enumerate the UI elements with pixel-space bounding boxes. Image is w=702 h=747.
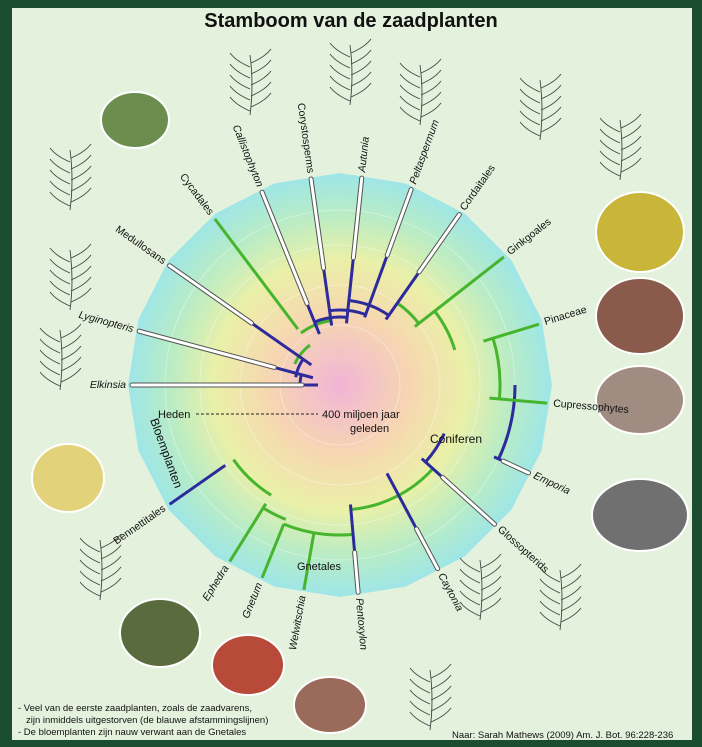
taxon-label-gnetum: Gnetum — [240, 581, 265, 620]
present-label: Heden — [158, 409, 190, 421]
taxon-label-medullosans: Medullosans — [113, 223, 168, 267]
taxon-label-corystosperms: Corystosperms — [295, 102, 317, 174]
footnote-line: - Veel van de eerste zaadplanten, zoals … — [18, 703, 358, 715]
age-label-2: geleden — [350, 423, 389, 435]
specimen-photo — [120, 599, 200, 667]
botanical-sketch — [330, 39, 371, 105]
clade-label-coniferen: Coniferen — [430, 432, 482, 446]
botanical-sketch — [460, 554, 501, 620]
taxon-label-peltaspermum: Peltaspermum — [407, 118, 442, 186]
taxon-label-cordaitales: Cordaitales — [458, 163, 498, 213]
botanical-sketch — [40, 324, 81, 390]
taxon-label-bennettitales: Bennettitales — [111, 503, 168, 548]
footnotes: - Veel van de eerste zaadplanten, zoals … — [18, 703, 358, 739]
taxon-label-elkinsia: Elkinsia — [90, 379, 126, 391]
taxon-label-pinaceae: Pinaceae — [543, 304, 589, 328]
specimen-photo — [32, 444, 104, 512]
botanical-sketch — [600, 114, 641, 180]
taxon-label-welwitschia: Welwitschia — [287, 594, 308, 651]
botanical-sketch — [400, 59, 441, 125]
footnote-line: zijn inmiddels uitgestorven (de blauwe a… — [18, 715, 358, 727]
footnote-line: - De bloemplanten zijn nauw verwant aan … — [18, 727, 358, 739]
taxon-label-glossopterids: Glossopterids — [495, 524, 551, 576]
botanical-sketch — [540, 564, 581, 630]
taxon-label-ephedra: Ephedra — [200, 563, 231, 603]
taxon-label-emporia: Emporia — [531, 470, 572, 497]
taxon-label-callistophyton: Callistophyton — [230, 123, 266, 189]
specimen-photo — [596, 366, 684, 434]
botanical-sketch — [50, 144, 91, 210]
specimen-photo — [212, 635, 284, 695]
taxon-label-lyginopteris: Lyginopteris — [77, 309, 135, 335]
specimen-photo — [592, 479, 688, 551]
botanical-sketch — [520, 74, 561, 140]
clade-label-gnetales: Gnetales — [297, 561, 342, 573]
taxon-label-ginkgoales: Ginkgoales — [505, 216, 554, 258]
specimen-photo — [596, 278, 684, 354]
taxon-label-autunia: Autunia — [356, 136, 372, 174]
source-citation: Naar: Sarah Mathews (2009) Am. J. Bot. 9… — [452, 730, 673, 742]
botanical-sketch — [230, 49, 271, 115]
taxon-label-pentoxylon: Pentoxylon — [353, 598, 369, 651]
age-label: 400 miljoen jaar — [322, 409, 400, 421]
specimen-photo — [101, 92, 169, 148]
specimen-photo — [596, 192, 684, 272]
taxon-label-cycadales: Cycadales — [177, 171, 216, 217]
botanical-sketch — [410, 664, 451, 730]
botanical-sketch — [50, 244, 91, 310]
poster-title: Stamboom van de zaadplanten — [0, 10, 702, 33]
